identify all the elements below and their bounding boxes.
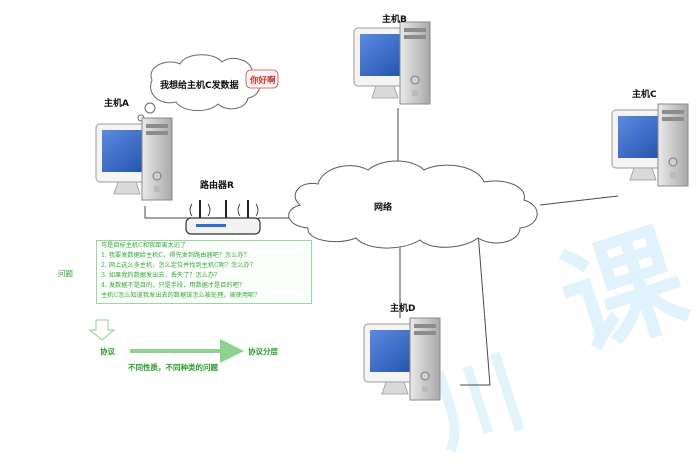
- link-cloud-d: [460, 231, 491, 386]
- network-diagram: 课 川: [58, 15, 698, 467]
- network-label: 网络: [374, 203, 393, 213]
- network-cloud: [288, 160, 538, 249]
- link-a-router: [144, 206, 190, 219]
- problem-line: 2. 网上这么多主机，怎么定位并找到主机C呢？怎么办？: [101, 262, 256, 269]
- problem-line: 主机C怎么知道我发出去的数据该怎么被处理，被使用呢？: [101, 292, 261, 299]
- pc-b: [353, 21, 431, 105]
- pc-a: [95, 117, 173, 201]
- pc-d: [363, 317, 441, 401]
- problem-label: 问题: [58, 269, 73, 278]
- link-cloud-c: [539, 195, 619, 206]
- host-d-label: 主机D: [390, 304, 416, 314]
- router-label: 路由器R: [200, 181, 234, 191]
- router-device: [185, 200, 261, 235]
- problem-line: 1. 我要发数据给主机C，得先发到路由器吧？怎么办？: [101, 252, 250, 259]
- protocol-label: 协议: [100, 347, 115, 356]
- problem-line: 可是目标主机C和我距离太远了: [101, 242, 187, 249]
- protocol-layering-label: 协议分层: [248, 347, 278, 356]
- problem-line: 4. 发数据不是目的，只是手段，用数据才是目的吧？: [101, 282, 245, 289]
- protocol-caption: 不同性质，不同种类的问题: [128, 363, 218, 372]
- diagram-canvas: [88, 21, 689, 401]
- speech-text: 我想给主机C发数据: [160, 81, 239, 91]
- problem-box: 可是目标主机C和我距离太远了 1. 我要发数据给主机C，得先发到路由器吧？怎么办…: [96, 240, 312, 304]
- hello-text: 你好啊: [250, 76, 276, 86]
- pc-c: [611, 103, 689, 187]
- down-arrow: [88, 319, 116, 341]
- links: [144, 108, 619, 386]
- problem-line: 3. 如果我的数据发出去，丢失了？怎么办？: [101, 272, 221, 279]
- host-b-label: 主机B: [382, 15, 407, 25]
- host-c-label: 主机C: [632, 90, 657, 100]
- host-a-label: 主机A: [104, 99, 129, 109]
